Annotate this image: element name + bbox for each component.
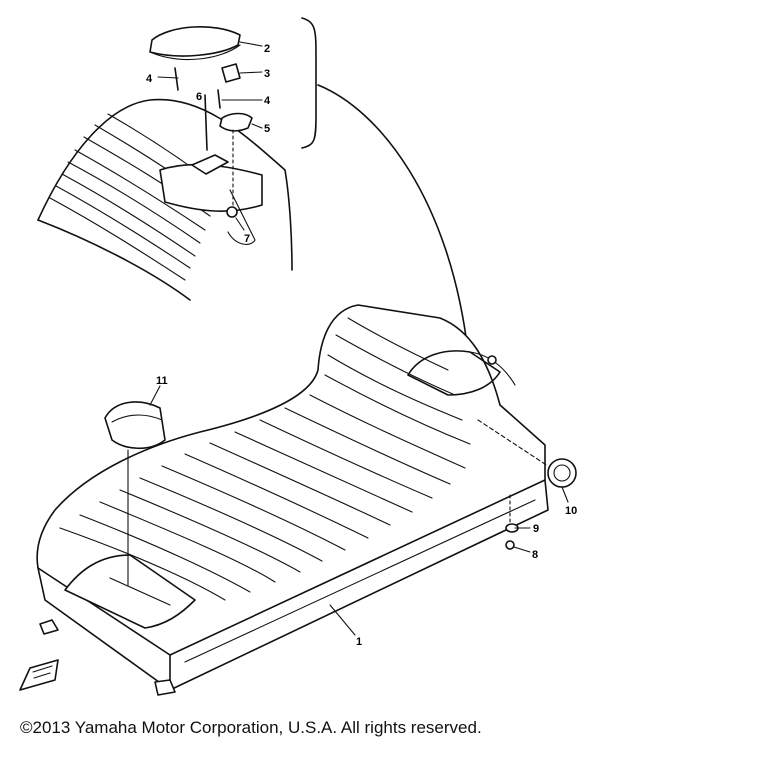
seat-exploded-view: 2 3 4 4 5 6 7 1 9 8 10 11 bbox=[19, 17, 577, 696]
seat-pad-part bbox=[149, 26, 241, 57]
fwd-arrow-icon bbox=[19, 659, 59, 691]
callout-3: 3 bbox=[264, 68, 270, 80]
callout-5: 5 bbox=[264, 123, 270, 135]
seat-ribs bbox=[59, 317, 471, 601]
callout-2: 2 bbox=[264, 43, 270, 55]
copyright-notice: ©2013 Yamaha Motor Corporation, U.S.A. A… bbox=[20, 718, 482, 737]
main-seat-assembly bbox=[36, 304, 549, 696]
inset-bracket bbox=[301, 17, 317, 149]
inset-seat-ribs bbox=[49, 113, 223, 281]
knob-part bbox=[226, 206, 238, 218]
callout-8: 8 bbox=[532, 549, 538, 561]
inset-lock-plate bbox=[191, 154, 229, 175]
emblem-part bbox=[104, 401, 166, 586]
inset-leader-curve bbox=[317, 84, 469, 353]
callout-6: 6 bbox=[196, 91, 202, 103]
callout-11: 11 bbox=[156, 375, 168, 387]
clip-part bbox=[221, 63, 241, 83]
callout-4b: 4 bbox=[264, 95, 271, 107]
callout-7: 7 bbox=[244, 233, 250, 245]
detail-inset bbox=[37, 26, 293, 301]
callout-labels: 2 3 4 4 5 6 7 1 9 8 10 11 bbox=[146, 43, 577, 648]
callout-4a: 4 bbox=[146, 73, 153, 85]
callout-1: 1 bbox=[356, 636, 362, 648]
plate-part bbox=[219, 112, 253, 132]
fastener-parts bbox=[505, 494, 519, 550]
front-tray bbox=[64, 554, 196, 629]
callout-10: 10 bbox=[565, 505, 577, 517]
callout-9: 9 bbox=[533, 523, 539, 535]
screw-part-upper bbox=[174, 67, 179, 91]
leader-lines bbox=[149, 41, 569, 636]
screw-part-lower bbox=[217, 89, 221, 109]
